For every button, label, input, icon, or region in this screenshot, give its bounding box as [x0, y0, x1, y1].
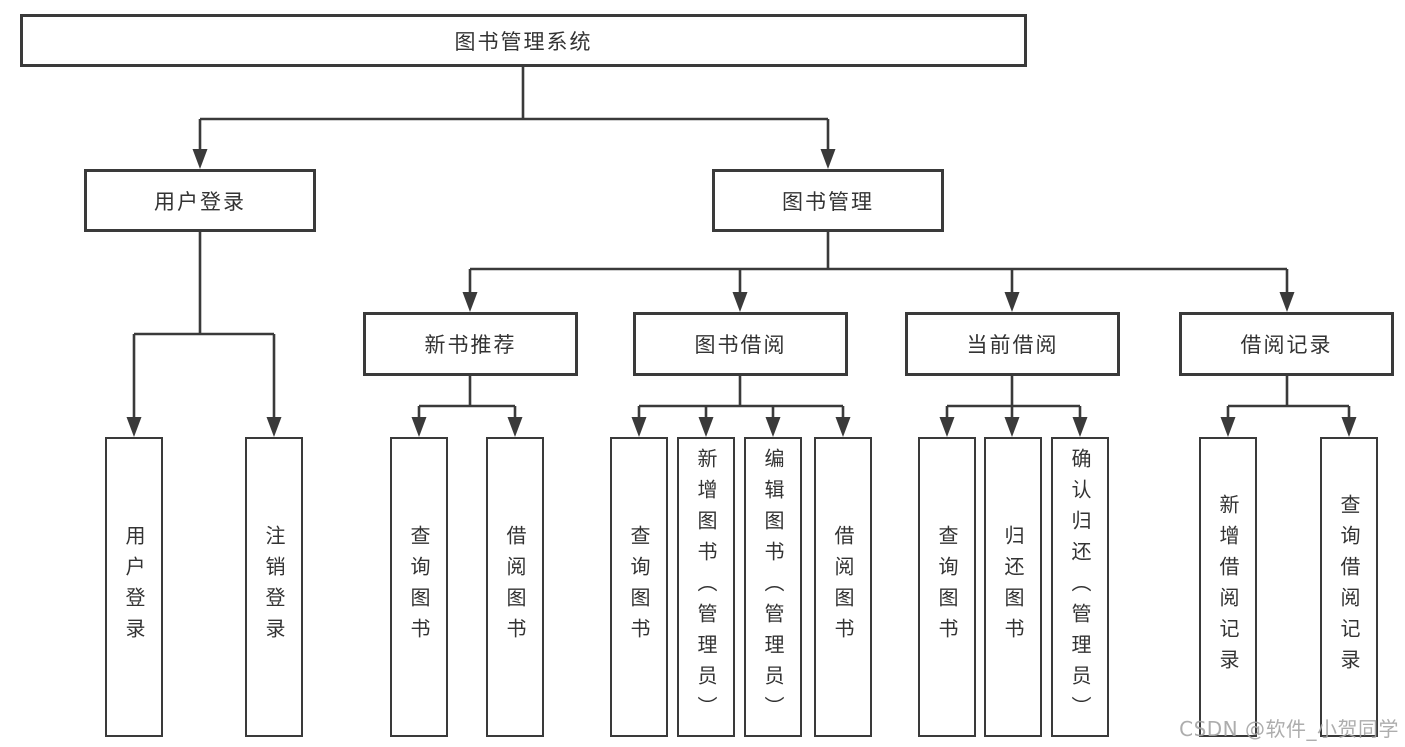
leaf-query-books-recommend: 查询图书 [390, 437, 448, 737]
node-book-borrowing: 图书借阅 [633, 312, 848, 376]
leaf-query-books-borrowing: 查询图书 [610, 437, 668, 737]
node-label: 用户登录 [122, 525, 146, 649]
node-label: 归还图书 [1001, 525, 1025, 649]
node-book-management: 图书管理 [712, 169, 944, 232]
leaf-borrow-books: 借阅图书 [814, 437, 872, 737]
node-new-book-recommend: 新书推荐 [363, 312, 578, 376]
node-label: 新增借阅记录 [1216, 494, 1240, 680]
node-label: 注销登录 [262, 525, 286, 649]
leaf-edit-books-admin: 编辑图书（管理员） [744, 437, 802, 737]
leaf-return-books: 归还图书 [984, 437, 1042, 737]
leaf-logout: 注销登录 [245, 437, 303, 737]
leaf-add-books-admin: 新增图书（管理员） [677, 437, 735, 737]
node-borrowing-records: 借阅记录 [1179, 312, 1394, 376]
node-label: 查询图书 [407, 525, 431, 649]
node-user-login: 用户登录 [84, 169, 316, 232]
node-label: 查询图书 [935, 525, 959, 649]
csdn-watermark: CSDN @软件_小贺同学 [1179, 717, 1399, 741]
leaf-user-login: 用户登录 [105, 437, 163, 737]
node-current-borrowing: 当前借阅 [905, 312, 1120, 376]
node-label: 借阅图书 [503, 525, 527, 649]
node-label: 编辑图书（管理员） [761, 447, 785, 727]
node-root-library-system: 图书管理系统 [20, 14, 1027, 67]
node-label: 查询图书 [627, 525, 651, 649]
leaf-add-borrow-record: 新增借阅记录 [1199, 437, 1257, 737]
node-label: 借阅图书 [831, 525, 855, 649]
leaf-confirm-return-admin: 确认归还（管理员） [1051, 437, 1109, 737]
leaf-borrow-books-recommend: 借阅图书 [486, 437, 544, 737]
tree-edges [132, 67, 1351, 422]
node-label: 新增图书（管理员） [694, 447, 718, 727]
leaf-query-books-current: 查询图书 [918, 437, 976, 737]
node-label: 查询借阅记录 [1337, 494, 1361, 680]
leaf-query-borrow-record: 查询借阅记录 [1320, 437, 1378, 737]
node-label: 确认归还（管理员） [1068, 447, 1092, 727]
